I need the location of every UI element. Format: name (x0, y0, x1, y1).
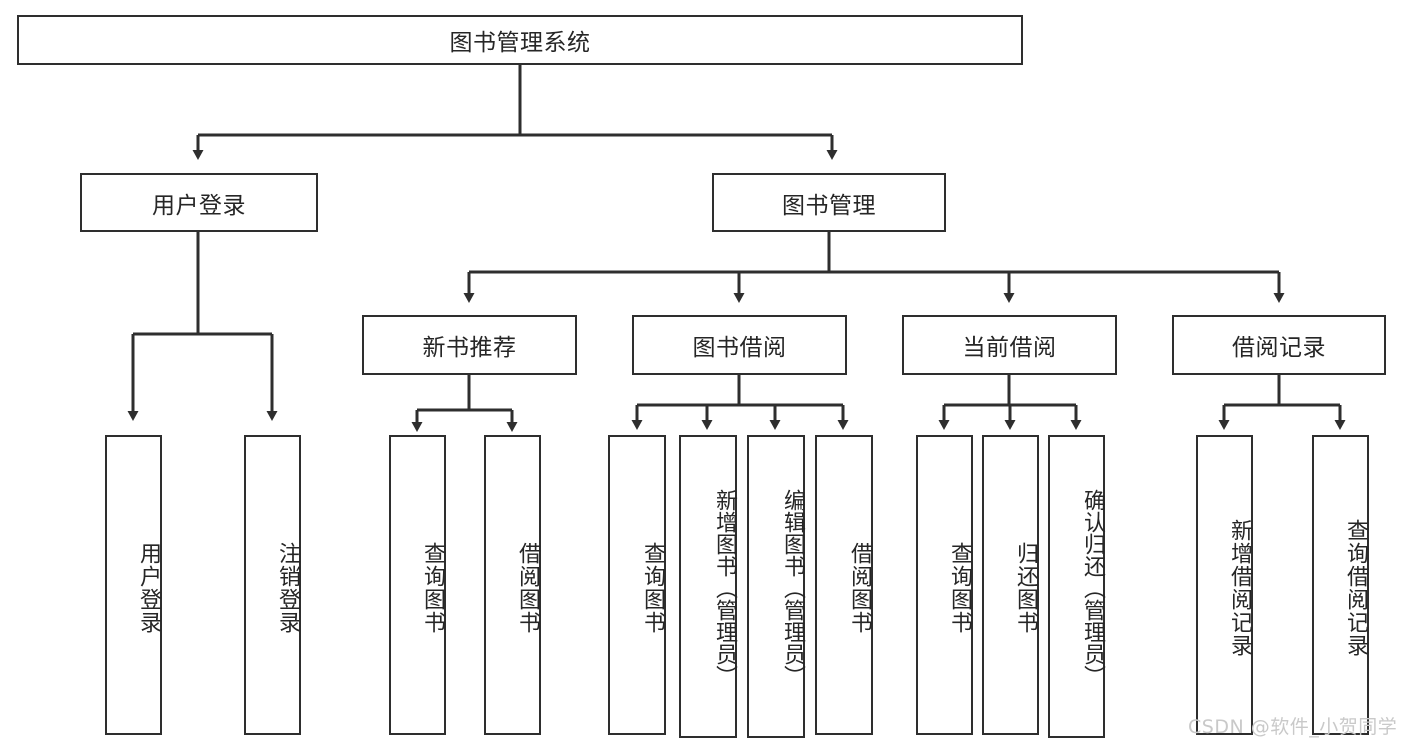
leaf-query-book-borrow[interactable]: 查询图书 (608, 435, 666, 735)
node-label: 图书管理系统 (449, 30, 591, 56)
node-label: 查询借阅记录 (1343, 519, 1368, 657)
leaf-borrow-book-recommend[interactable]: 借阅图书 (484, 435, 541, 735)
node-current-borrow[interactable]: 当前借阅 (902, 315, 1117, 375)
node-label: 查询图书 (420, 542, 445, 634)
node-label: 确认归还（管理员） (1080, 488, 1105, 687)
leaf-logout[interactable]: 注销登录 (244, 435, 301, 735)
leaf-add-book-admin[interactable]: 新增图书（管理员） (679, 435, 737, 738)
node-label: 归还图书 (1013, 542, 1038, 634)
node-label: 借阅图书 (847, 542, 872, 634)
node-label: 注销登录 (275, 542, 300, 634)
leaf-query-book-recommend[interactable]: 查询图书 (389, 435, 446, 735)
node-label: 借阅记录 (1232, 335, 1326, 361)
node-label: 查询图书 (947, 542, 972, 634)
node-user-login[interactable]: 用户登录 (80, 173, 318, 232)
node-label: 当前借阅 (962, 335, 1057, 361)
leaf-edit-book-admin[interactable]: 编辑图书（管理员） (747, 435, 805, 738)
node-label: 用户登录 (136, 542, 161, 634)
leaf-user-login[interactable]: 用户登录 (105, 435, 162, 735)
node-label: 新增借阅记录 (1227, 519, 1252, 657)
leaf-add-borrow-record[interactable]: 新增借阅记录 (1196, 435, 1253, 735)
leaf-query-borrow-record[interactable]: 查询借阅记录 (1312, 435, 1369, 735)
leaf-confirm-return-admin[interactable]: 确认归还（管理员） (1048, 435, 1105, 738)
node-book-management[interactable]: 图书管理 (712, 173, 946, 232)
node-label: 编辑图书（管理员） (780, 488, 805, 687)
node-label: 图书借阅 (692, 335, 787, 361)
node-label: 用户登录 (152, 192, 246, 219)
leaf-return-book[interactable]: 归还图书 (982, 435, 1039, 735)
node-borrow-record[interactable]: 借阅记录 (1172, 315, 1386, 375)
node-label: 借阅图书 (515, 542, 540, 634)
node-book-borrow[interactable]: 图书借阅 (632, 315, 847, 375)
node-label: 新书推荐 (422, 335, 517, 361)
leaf-borrow-book[interactable]: 借阅图书 (815, 435, 873, 735)
node-new-book-recommend[interactable]: 新书推荐 (362, 315, 577, 375)
leaf-query-book-current[interactable]: 查询图书 (916, 435, 973, 735)
node-label: 查询图书 (640, 542, 665, 634)
node-label: 图书管理 (782, 192, 876, 219)
node-root-book-management-system[interactable]: 图书管理系统 (17, 15, 1023, 65)
node-label: 新增图书（管理员） (712, 488, 737, 687)
